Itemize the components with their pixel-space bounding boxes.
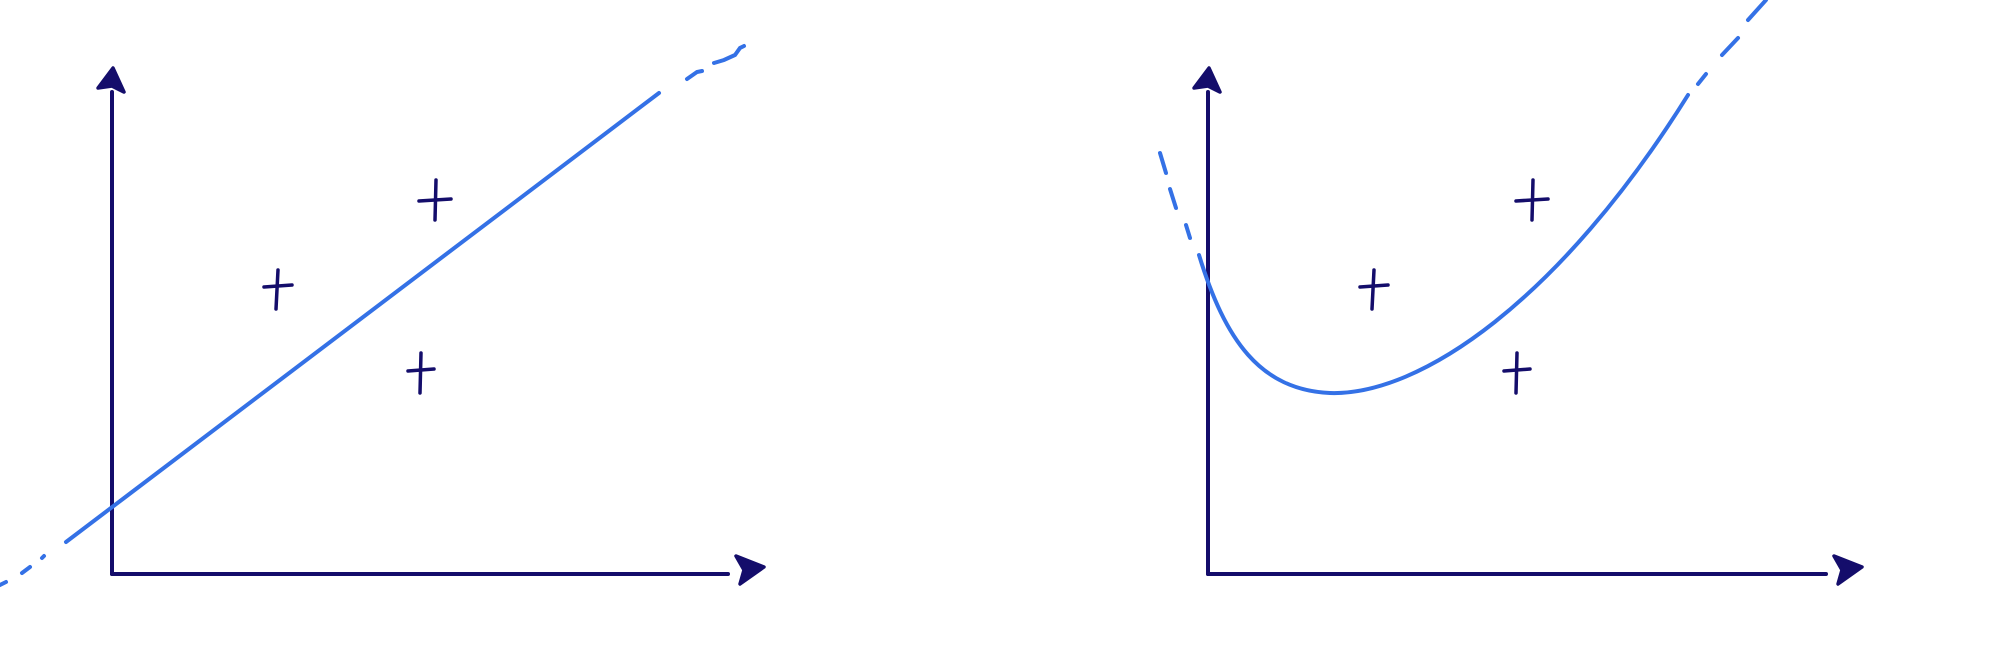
- data-point: [1358, 268, 1390, 311]
- data-point: [1502, 351, 1532, 395]
- x-axis-arrowhead: [1832, 554, 1864, 586]
- quadratic-fit-curve: [1158, 0, 1768, 396]
- panel-quadratic-fit: [1158, 0, 1864, 586]
- y-axis-arrowhead: [96, 66, 126, 94]
- x-axis-arrowhead: [734, 554, 766, 586]
- y-axis-arrowhead: [1192, 66, 1222, 94]
- data-point: [417, 178, 453, 222]
- data-point: [1514, 178, 1550, 222]
- linear-fit-line: [0, 44, 746, 587]
- data-point: [262, 268, 294, 311]
- data-point: [406, 351, 436, 395]
- panel-linear-fit: [0, 44, 766, 587]
